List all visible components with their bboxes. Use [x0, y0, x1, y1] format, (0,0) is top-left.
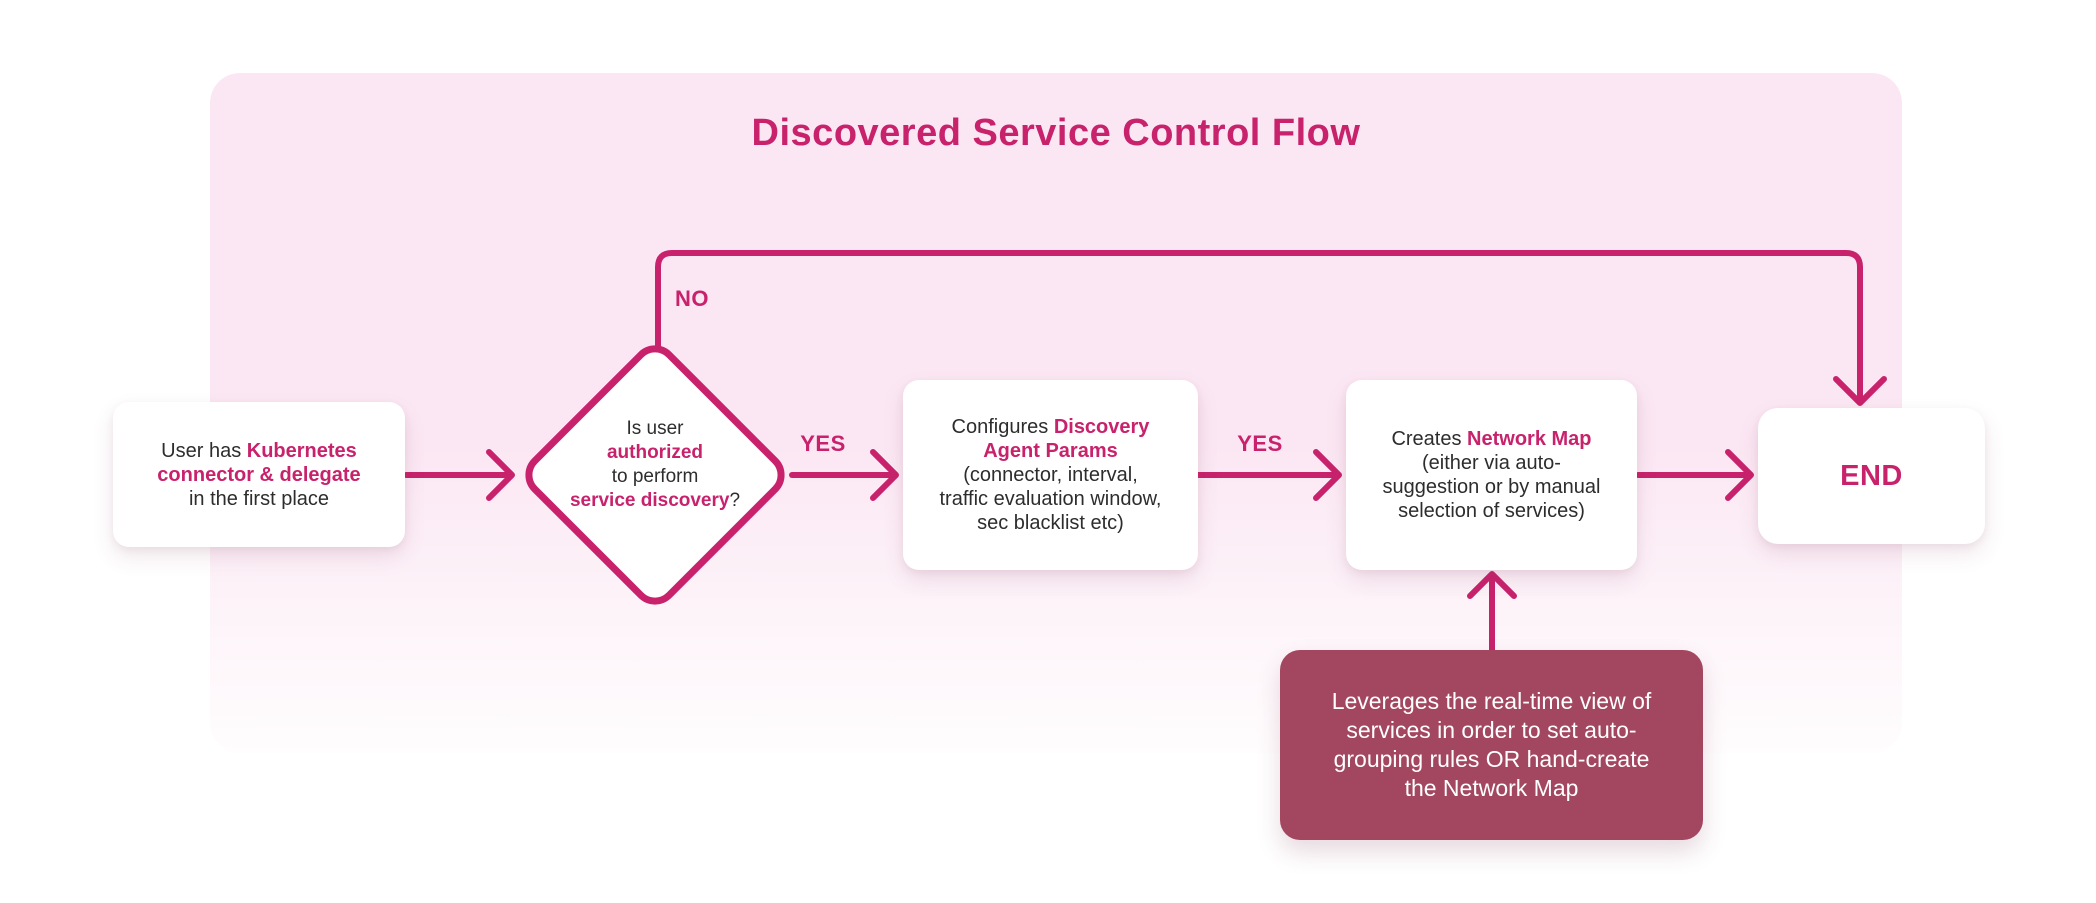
node-end: END: [1758, 408, 1985, 544]
arrowhead-create-icon: [1313, 449, 1342, 501]
arrowhead-start-icon: [486, 449, 515, 501]
arrowhead-no-down-icon: [1833, 376, 1887, 406]
node-create-network-map: Creates Network Map(either via auto-sugg…: [1346, 380, 1637, 570]
arrowhead-configure-icon: [870, 449, 899, 501]
decision-diamond-shape: [525, 345, 785, 605]
branch-label-yes-configured: YES: [1237, 431, 1283, 456]
connector-no-path: [655, 250, 1863, 401]
node-create-label: Creates Network Map(either via auto-sugg…: [1382, 428, 1601, 522]
node-end-label: END: [1840, 460, 1903, 492]
branch-label-no: NO: [675, 286, 709, 311]
arrowhead-note-up-icon: [1467, 571, 1517, 599]
branch-label-yes-authorized: YES: [800, 431, 846, 456]
diagram-title: Discovered Service Control Flow: [751, 112, 1361, 154]
arrowhead-end-icon: [1725, 449, 1754, 501]
